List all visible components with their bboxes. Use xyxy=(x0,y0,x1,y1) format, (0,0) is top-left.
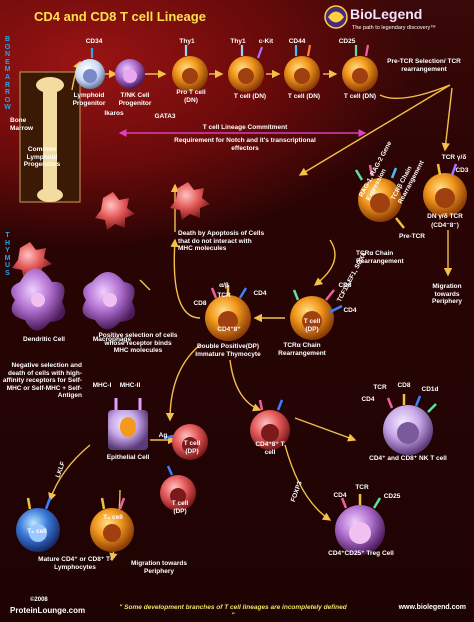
cell-tc-orange xyxy=(90,497,134,552)
apoptosis-label: Death by Apoptosis of Cells that do not … xyxy=(178,230,265,252)
biolegend-logo xyxy=(324,5,348,29)
thy1-label-b: Thy1 xyxy=(230,38,246,45)
tcr-label-c: TCR xyxy=(373,384,387,391)
region-label-thymus: THYMUS xyxy=(4,232,11,277)
tcr-label-d: TCR xyxy=(355,484,369,491)
t-dn-label-2: T cell (DN) xyxy=(287,93,321,100)
t-dn-label-3: T cell (DN) xyxy=(343,93,377,100)
biolegend-link[interactable]: www.biolegend.com xyxy=(398,604,466,611)
cell-t-dp-right xyxy=(290,289,343,340)
page-title: CD4 and CD8 T cell Lineage xyxy=(34,9,206,24)
lymphoid-progenitor-label: Lymphoid Progenitor xyxy=(72,92,106,107)
cell-tnk-progenitor xyxy=(115,59,145,89)
cd1d-label: CD1d xyxy=(421,386,439,393)
cell-lymphoid-progenitor xyxy=(75,59,105,89)
epithelial-cell xyxy=(108,398,148,450)
t-dp-epi-label-1: T cell (DP) xyxy=(183,440,201,455)
cell-dn-gamma-delta xyxy=(423,163,467,217)
dn-gd-tcr-label: DN γ/δ TCR xyxy=(427,213,463,220)
cd4-label-d: CD4 xyxy=(333,492,347,499)
cd4-cd8-t-label: CD4⁺8⁺ T cell xyxy=(255,441,285,456)
brand-tagline: The path to legendary discovery™ xyxy=(352,25,436,31)
cd3-label: CD3 xyxy=(455,167,469,174)
pro-t-label: Pro T cell (DN) xyxy=(176,89,206,104)
dendritic-cell xyxy=(11,268,66,331)
negative-selection-label: Negative selection and death of cells wi… xyxy=(2,362,82,399)
treg-cell-label: CD4⁺CD25⁺ Treg Cell xyxy=(328,550,394,557)
gata3-label: GATA3 xyxy=(154,113,176,120)
commitment-title: T cell Lineage Commitment xyxy=(202,124,288,131)
t-dp-right-label: T cell (DP) xyxy=(303,318,321,333)
mhc1-label: MHC-I xyxy=(92,382,112,389)
apoptotic-cell-mid xyxy=(12,242,52,280)
cd4-label-b: CD4 xyxy=(343,307,357,314)
tcra-label-b: TCRα Chain Rearrangement xyxy=(278,342,326,357)
cell-t-dn-3 xyxy=(342,56,378,92)
ckit-label: c-Kit xyxy=(258,38,274,45)
migration-left-label: Migration towards Periphery xyxy=(131,560,187,575)
cd4-label-c: CD4 xyxy=(361,396,375,403)
cd25-label: CD25 xyxy=(338,38,356,45)
epithelial-cell-label: Epithelial Cell xyxy=(106,454,150,461)
notch-requirement: Requirement for Notch and it's transcrip… xyxy=(174,137,316,152)
footer-note: " Some development branches of T cell li… xyxy=(119,604,347,619)
cd44-label: CD44 xyxy=(288,38,306,45)
cell-double-positive xyxy=(205,285,251,341)
double-positive-title: Double Positive(DP) Immature Thymocyte xyxy=(195,343,261,358)
cd25-label-d: CD25 xyxy=(383,493,401,500)
cell-cd4-cd8-t xyxy=(250,399,290,450)
tcr-gamma-delta-label: TCR γ/δ xyxy=(441,154,467,161)
ag-label: Ag xyxy=(158,432,168,439)
cell-t-dn-2 xyxy=(284,56,320,92)
dendritic-cell-label: Dendritic Cell xyxy=(23,336,65,343)
nk-t-cell-label: CD4⁺ and CD8⁺ NK T cell xyxy=(369,455,447,462)
macrophage-label: Macrophage xyxy=(92,336,132,343)
apoptotic-cell-top2 xyxy=(95,192,135,230)
proteinlounge-link[interactable]: ProteinLounge.com xyxy=(10,606,86,615)
dp-marker-label: CD4⁺8⁺ xyxy=(217,326,241,333)
cell-pre-tcr xyxy=(354,164,405,229)
ikaros-label: Ikaros xyxy=(104,110,124,117)
tcr-label-a: TCR xyxy=(217,292,231,299)
cell-t-dp-epi-1 xyxy=(163,424,208,460)
macrophage-cell xyxy=(82,272,136,330)
cell-t-dn-1 xyxy=(228,56,264,92)
cell-t-dp-epi-2 xyxy=(160,465,196,511)
tcra-label: TCRα Chain Rearrangement xyxy=(356,250,404,265)
migration-right-label: Migration towards Periphery xyxy=(432,283,462,305)
cd8-label-b: CD8 xyxy=(338,282,352,289)
pre-tcr-label: Pre-TCR xyxy=(398,233,425,240)
tc-cell-label-2: T₈ cell xyxy=(103,514,123,521)
cell-pro-t xyxy=(172,56,208,92)
mhc2-label: MHC-II xyxy=(119,382,141,389)
tc-cell-label-1: T₈ cell xyxy=(27,528,47,535)
cd4-label-a: CD4 xyxy=(253,290,267,297)
bone-marrow-label: Bone Marrow xyxy=(10,117,34,132)
cell-tc-blue xyxy=(16,497,60,552)
surface-receptors-top xyxy=(90,44,370,59)
thy1-label-a: Thy1 xyxy=(179,38,195,45)
common-lymphoid-label: Common Lymphoid Progenitors xyxy=(23,146,61,168)
t-dp-epi-label-2: T cell (DP) xyxy=(171,500,189,515)
apoptotic-cell-top xyxy=(170,182,210,220)
bone-marrow-illustration xyxy=(19,71,81,203)
tnk-progenitor-label: T/NK Cell Progenitor xyxy=(118,92,152,107)
mature-lymphocytes-label: Mature CD4⁺ or CD8⁺ T-Lymphocytes xyxy=(38,556,112,571)
alpha-beta-label: α/β xyxy=(219,282,229,289)
cell-treg xyxy=(335,494,385,555)
cd34-label: CD34 xyxy=(85,38,103,45)
pre-tcr-selection-label: Pre-TCR Selection/ TCR rearrangement xyxy=(387,58,461,73)
cell-nk-t xyxy=(383,394,437,455)
cd4-cd8-negative-label: (CD4⁻8⁻) xyxy=(431,222,459,229)
region-label-bone-marrow: BONE MARROW xyxy=(4,36,11,112)
copyright-label: ©2008 xyxy=(30,597,48,603)
cd8-label-a: CD8 xyxy=(193,300,207,307)
brand-name: BioLegend xyxy=(350,6,423,22)
positive-selection-label: Positive selection of cells whose recept… xyxy=(98,332,178,354)
t-dn-label-1: T cell (DN) xyxy=(233,93,267,100)
cd8-label-c: CD8 xyxy=(397,382,411,389)
